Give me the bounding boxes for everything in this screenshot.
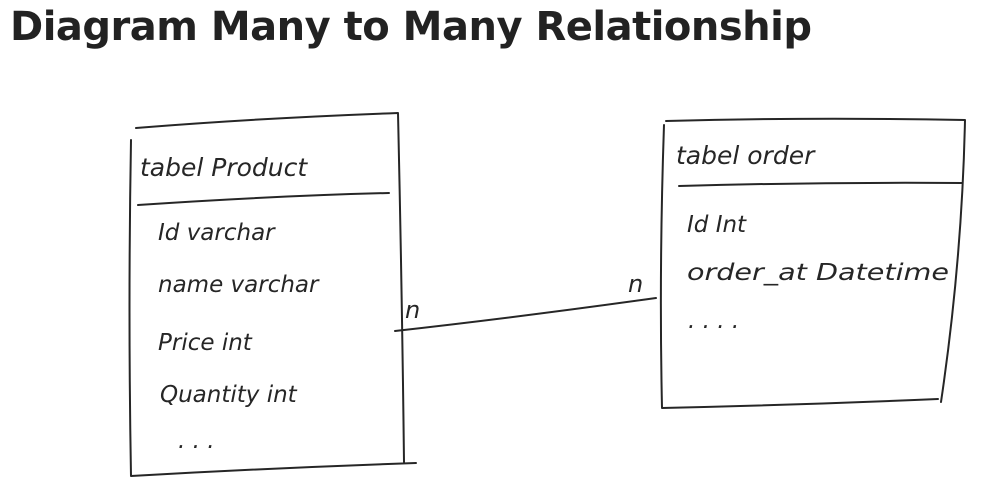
relationship-line	[394, 297, 657, 332]
entity-product-more: . . .	[178, 428, 215, 454]
entity-order-more: . . . .	[688, 308, 739, 334]
entity-order-title: tabel order	[676, 141, 816, 170]
entity-product-field-quantity: Quantity int	[160, 382, 298, 408]
entity-product: tabel Product Id varchar name varchar Pr…	[128, 112, 417, 477]
relationship-cardinality-left: n	[405, 296, 420, 324]
entity-order-field-order-at: order_at Datetime	[687, 260, 949, 286]
entity-order-divider	[678, 181, 963, 187]
relationship-line-group: n n	[394, 270, 657, 332]
entity-order: tabel order Id Int order_at Datetime . .…	[659, 117, 966, 409]
entity-order-field-id: Id Int	[687, 212, 747, 238]
entity-product-divider	[137, 192, 390, 206]
page-title: Diagram Many to Many Relationship	[10, 4, 812, 50]
entity-product-field-price: Price int	[158, 330, 253, 356]
entity-product-field-id: Id varchar	[158, 220, 276, 246]
entity-product-title: tabel Product	[140, 153, 308, 182]
entity-product-field-name: name varchar	[158, 272, 320, 298]
relationship-cardinality-right: n	[628, 270, 643, 298]
entity-order-outline	[659, 117, 966, 409]
entity-product-outline	[128, 112, 417, 477]
